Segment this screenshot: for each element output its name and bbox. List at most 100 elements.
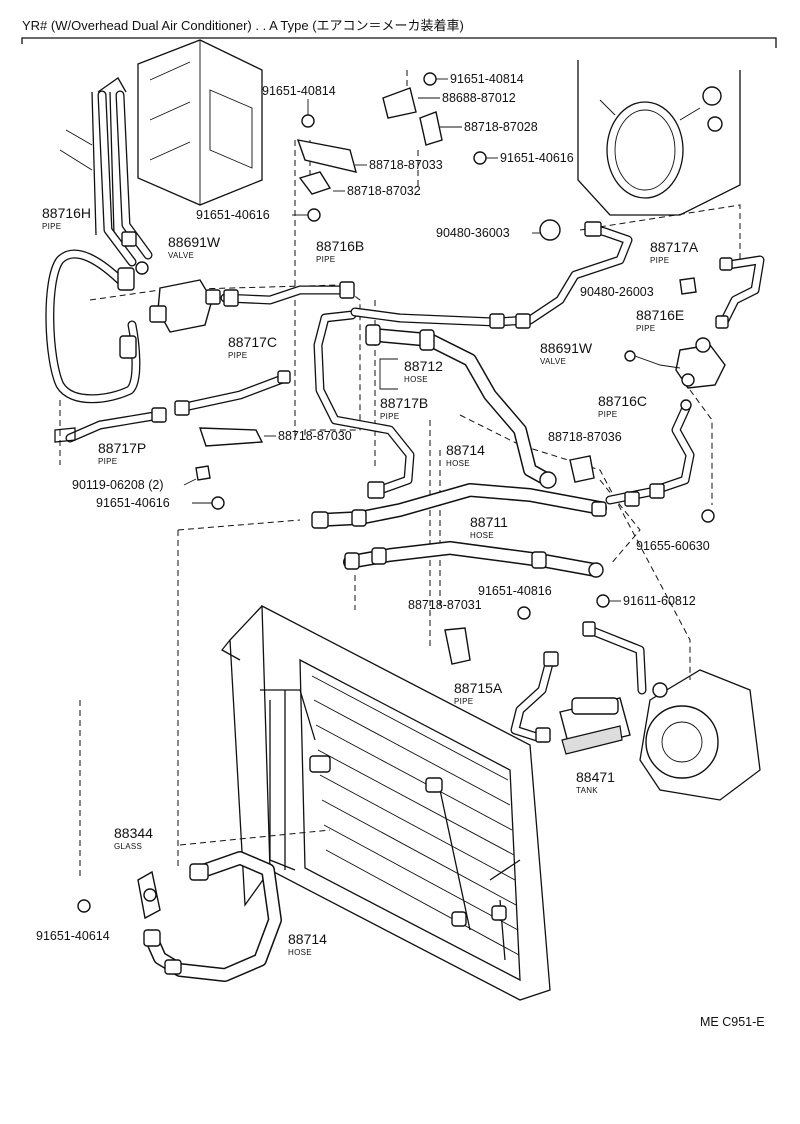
part-label: 90480-36003 [436, 226, 510, 240]
svg-text:B: B [427, 75, 433, 84]
bolt-icon [77, 899, 91, 913]
pipe-88717c [174, 370, 291, 416]
callout-88717a: 88717A PIPE [650, 239, 699, 265]
callout-88712: 88712 HOSE [379, 358, 443, 390]
callout-88691w-right: 88691W VALVE [540, 340, 593, 366]
bolt-icon [301, 114, 315, 128]
callout-91651-40814-a: B 91651-40814 [423, 72, 524, 86]
svg-text:B: B [305, 117, 311, 126]
callout-91651-40814-b: 91651-40814 B [262, 84, 336, 128]
part-type-label: PIPE [650, 256, 669, 265]
part-label: 91651-40616 [500, 151, 574, 165]
callout-88714-lower: 88714 HOSE [288, 931, 327, 957]
part-type-label: PIPE [98, 457, 117, 466]
callout-88471: 88471 TANK [576, 769, 615, 795]
part-label: 88688-87012 [442, 91, 516, 105]
part-label: 88471 [576, 769, 615, 785]
compressor [639, 669, 761, 801]
part-type-label: HOSE [288, 948, 312, 957]
svg-text:B: B [600, 597, 606, 606]
pipe-88716b [220, 281, 355, 307]
part-label: 88717A [650, 239, 699, 255]
valve-88691w-left [135, 261, 221, 333]
callout-88718-87032: 88718-87032 [333, 184, 421, 198]
part-label: 91651-40614 [36, 929, 110, 943]
callout-88716b: 88716B PIPE [316, 238, 364, 264]
pipe-88716e [715, 255, 765, 329]
svg-text:B: B [81, 902, 87, 911]
callout-90480-26003: 90480-26003 [580, 285, 654, 299]
svg-text:B: B [705, 512, 711, 521]
part-label: 91651-40616 [196, 208, 270, 222]
pipe-88715a [510, 651, 559, 743]
part-label: 91651-40816 [478, 584, 552, 598]
part-label: 90119-06208 (2) [72, 478, 164, 492]
part-type-label: HOSE [470, 531, 494, 540]
callout-88718-87030: 88718-87030 [264, 429, 352, 443]
callout-88718-87036: 88718-87036 [548, 430, 622, 444]
header-bracket-line [21, 37, 777, 48]
receiver-tank-88471 [559, 697, 631, 755]
hose-88711 [343, 541, 604, 578]
pipe-vertical-left [97, 90, 153, 267]
callout-88711: 88711 HOSE [470, 514, 508, 540]
callout-91611-60812: B 91611-60812 [596, 594, 696, 608]
callout-88717b: 88717B PIPE [380, 395, 428, 421]
pipe-88717p [54, 407, 167, 443]
part-type-label: HOSE [446, 459, 470, 468]
part-label: 88714 [288, 931, 327, 947]
pipe-88717b [313, 310, 415, 499]
part-label: 88716B [316, 238, 364, 254]
part-label: 88718-87028 [464, 120, 538, 134]
part-label: 88712 [404, 358, 443, 374]
right-heater-unit [577, 60, 741, 216]
callout-88716h: 88716H PIPE [42, 205, 91, 231]
bolt-icon [211, 496, 225, 510]
part-label: 88715A [454, 680, 503, 696]
pipe-88717a [350, 221, 633, 329]
part-type-label: PIPE [454, 697, 473, 706]
callout-88718-87033: 88718-87033 [355, 158, 443, 172]
left-duct-housing [59, 39, 263, 236]
svg-text:B: B [215, 499, 221, 508]
diagram-title: YR# (W/Overhead Dual Air Conditioner) . … [22, 18, 464, 33]
part-label: 91611-60812 [623, 594, 696, 608]
part-type-label: PIPE [636, 324, 655, 333]
callout-88718-87031: 88718-87031 [408, 598, 482, 612]
part-callouts: B 91651-40814 88688-87012 88718-87028 B … [36, 72, 715, 957]
callout-91651-40616-a: B 91651-40616 [473, 151, 574, 165]
part-label: 88716H [42, 205, 91, 221]
hose-88714-middle [311, 483, 607, 529]
callout-88691w-left: 88691W VALVE [168, 234, 221, 260]
callout-88716e: 88716E PIPE [636, 307, 684, 333]
svg-text:B: B [521, 609, 527, 618]
pipe-88716h [45, 249, 141, 404]
callout-88688-87012: 88688-87012 [418, 91, 516, 105]
part-type-label: PIPE [228, 351, 247, 360]
part-label: 88717P [98, 440, 146, 456]
diagram-code: ME C951-E [700, 1015, 765, 1029]
part-label: 91655-60630 [636, 539, 710, 553]
part-type-label: TANK [576, 786, 598, 795]
part-label: 88714 [446, 442, 485, 458]
part-type-label: PIPE [380, 412, 399, 421]
callout-88715a: 88715A PIPE [454, 680, 503, 706]
valve-88691w-right [624, 337, 726, 389]
callout-88717p: 88717P PIPE [98, 440, 146, 466]
condenser [221, 604, 551, 1001]
part-label: 88718-87031 [408, 598, 482, 612]
hose-88714-lower [143, 851, 282, 982]
part-label: 88711 [470, 514, 508, 530]
part-label: 88716C [598, 393, 647, 409]
callout-91651-40616-b: 91651-40616 B [196, 208, 321, 222]
part-type-label: VALVE [540, 357, 566, 366]
part-label: 88718-87036 [548, 430, 622, 444]
part-type-label: PIPE [598, 410, 617, 419]
svg-text:B: B [311, 211, 317, 220]
callout-90119-06208: 90119-06208 (2) [72, 478, 197, 492]
bracket-parts [195, 87, 697, 665]
sight-glass-88344 [137, 870, 161, 920]
part-label: 88718-87030 [278, 429, 352, 443]
part-label: 88717C [228, 334, 277, 350]
